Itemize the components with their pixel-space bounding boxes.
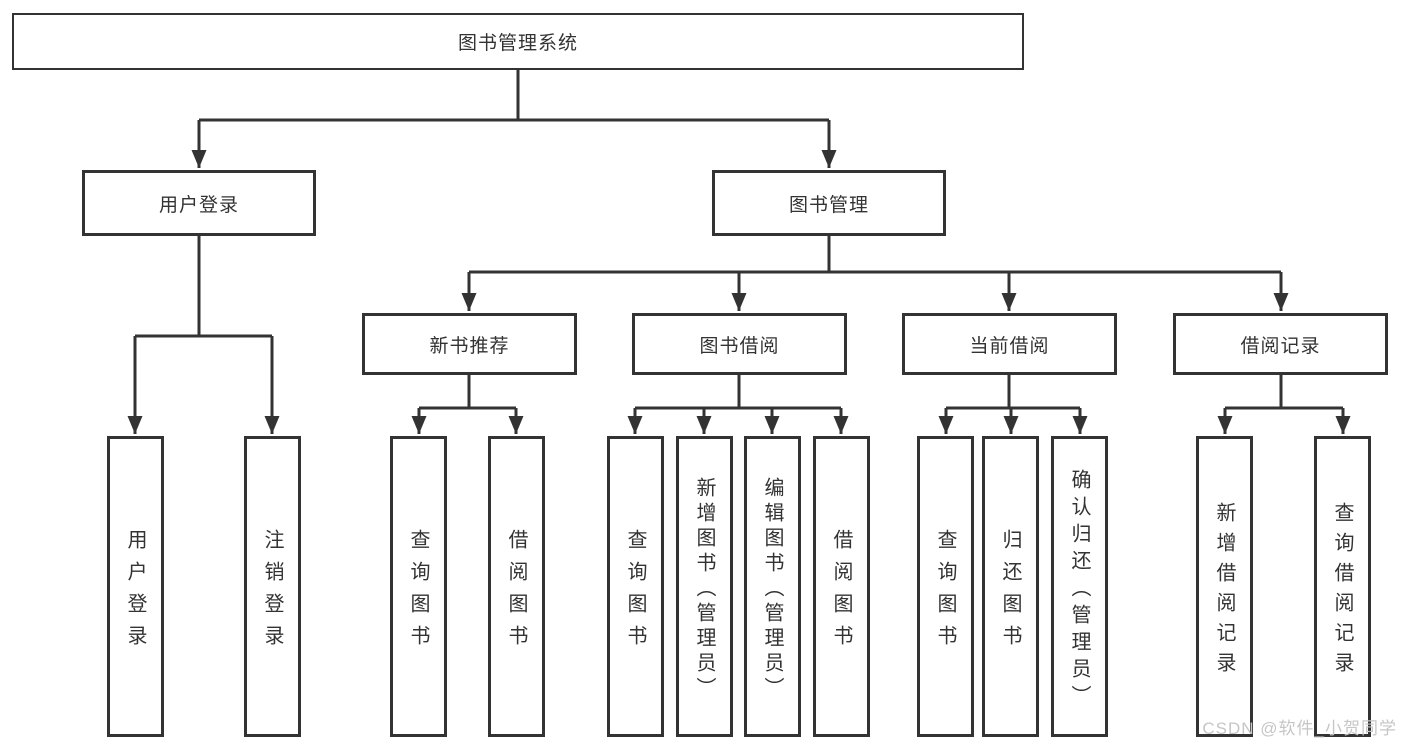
connector-current-borrow-children xyxy=(938,375,1088,434)
connector-line xyxy=(469,236,1281,274)
connector-line xyxy=(419,375,516,410)
leaf-label: 归还图书 xyxy=(999,528,1021,657)
connector-line xyxy=(946,375,1080,410)
connector-line xyxy=(1225,375,1343,410)
leaf-logout: 注销登录 xyxy=(244,436,301,737)
node-label: 图书管理系统 xyxy=(457,33,578,54)
leaf-label: 查询借阅记录 xyxy=(1331,501,1353,682)
node-user-login: 用户登录 xyxy=(82,170,316,236)
leaf-label: 查询图书 xyxy=(624,528,646,657)
node-label: 图书借阅 xyxy=(699,335,780,357)
connector-line xyxy=(635,375,841,410)
node-current-borrow: 当前借阅 xyxy=(902,313,1117,375)
leaf-user-login: 用户登录 xyxy=(107,436,164,737)
leaf-label: 确认归还（管理员） xyxy=(1068,468,1090,712)
connector-user-login-children xyxy=(127,236,280,434)
connector-line xyxy=(199,70,829,122)
node-book-borrow: 图书借阅 xyxy=(632,313,847,375)
connector-borrow-record-children xyxy=(1217,375,1351,434)
leaf-label: 查询图书 xyxy=(934,528,956,657)
node-label: 图书管理 xyxy=(788,194,869,216)
leaf-edit-book-admin: 编辑图书（管理员） xyxy=(744,436,801,737)
node-root-system: 图书管理系统 xyxy=(12,13,1024,70)
leaf-query-books-current: 查询图书 xyxy=(917,436,974,737)
leaf-query-books-borrow: 查询图书 xyxy=(607,436,664,737)
node-new-book-recommend: 新书推荐 xyxy=(362,313,577,375)
leaf-query-borrow-record: 查询借阅记录 xyxy=(1314,436,1371,737)
leaf-label: 注销登录 xyxy=(261,528,283,657)
connector-root-to-level2 xyxy=(191,70,837,168)
node-borrow-record: 借阅记录 xyxy=(1173,313,1388,375)
connector-book-mgmt-to-level3 xyxy=(461,236,1289,311)
leaf-label: 新增借阅记录 xyxy=(1213,501,1235,682)
leaf-label: 编辑图书（管理员） xyxy=(761,476,783,702)
leaf-label: 借阅图书 xyxy=(505,528,527,657)
csdn-watermark: CSDN @软件_小贺同学 xyxy=(1202,719,1397,738)
leaf-query-books-recommend: 查询图书 xyxy=(390,436,447,737)
node-label: 新书推荐 xyxy=(429,335,510,357)
leaf-label: 借阅图书 xyxy=(830,528,852,657)
leaf-label: 新增图书（管理员） xyxy=(693,476,715,702)
connector-new-book-children xyxy=(411,375,524,434)
node-label: 借阅记录 xyxy=(1240,335,1321,357)
leaf-label: 查询图书 xyxy=(407,528,429,657)
leaf-borrow-books-recommend: 借阅图书 xyxy=(488,436,545,737)
leaf-add-borrow-record: 新增借阅记录 xyxy=(1196,436,1253,737)
connector-line xyxy=(135,236,272,338)
leaf-return-book: 归还图书 xyxy=(982,436,1039,737)
node-label: 用户登录 xyxy=(158,194,239,216)
leaf-add-book-admin: 新增图书（管理员） xyxy=(676,436,733,737)
node-book-management: 图书管理 xyxy=(712,170,946,236)
leaf-borrow-books: 借阅图书 xyxy=(813,436,870,737)
leaf-label: 用户登录 xyxy=(124,528,146,657)
connector-book-borrow-children xyxy=(627,375,849,434)
leaf-confirm-return-admin: 确认归还（管理员） xyxy=(1051,436,1108,737)
node-label: 当前借阅 xyxy=(969,335,1050,357)
